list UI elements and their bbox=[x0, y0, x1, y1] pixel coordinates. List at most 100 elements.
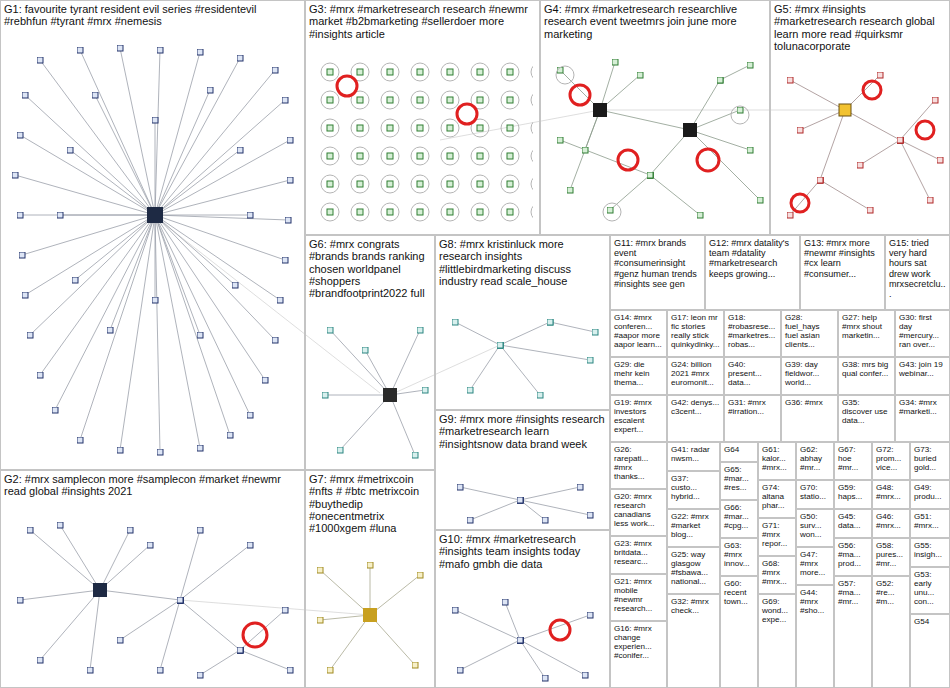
group-label: G15: tried very hard hours sat drew work… bbox=[886, 236, 949, 301]
group-box: G28: fuel_hays fuel asian clients... bbox=[781, 310, 838, 357]
group-box: G2: #mrx samplecon more #samplecon #mark… bbox=[0, 470, 305, 688]
group-box: G10: #mrx #marketresearch #insights team… bbox=[435, 530, 610, 688]
group-box: G72: prom... vice... bbox=[872, 442, 910, 480]
group-label: G50: surv... won... bbox=[797, 510, 833, 541]
group-box: G32: #mrx check... bbox=[667, 594, 720, 688]
group-label: G26: rarepati... #mrx thanks... bbox=[611, 443, 666, 483]
group-label: G9: #mrx more #insights research #market… bbox=[436, 411, 609, 452]
g3-isolates-grid bbox=[315, 58, 533, 228]
group-box: G74: altana phar... bbox=[758, 480, 796, 518]
group-box: G8: #mrx kristinluck more research insig… bbox=[435, 235, 610, 410]
group-label: G42: denys... c3cent... bbox=[668, 396, 723, 418]
group-label: G28: fuel_hays fuel asian clients... bbox=[782, 311, 837, 351]
group-box: G21: #mrx mobile #newmr research... bbox=[610, 574, 667, 621]
group-label: G67: hoe #mr... bbox=[835, 443, 871, 474]
group-box: G5: #mrx #insights #marketresearch resea… bbox=[770, 0, 950, 235]
group-box: G23: #mrx britdata... researc... bbox=[610, 536, 667, 574]
self-loop bbox=[570, 85, 590, 105]
group-label: G35: discover use data... bbox=[839, 396, 894, 427]
group-box: G1: favourite tyrant resident evil serie… bbox=[0, 0, 305, 470]
group-label: G62: abhay #mr... bbox=[797, 443, 833, 474]
group-box: G18: #robasrese... #marketres... robas..… bbox=[724, 310, 781, 357]
g6-links bbox=[325, 330, 425, 455]
group-label: G46: #mrx... bbox=[873, 510, 909, 532]
self-loop bbox=[337, 76, 357, 96]
group-label: G68: #mrx #mrx... bbox=[759, 557, 795, 588]
group-label: G48: #mrx... bbox=[873, 481, 909, 503]
group-box: G65: #mar... #res... bbox=[720, 462, 758, 500]
group-label: G71: #mrx repor... bbox=[759, 519, 795, 550]
group-label: G39: day fieldwor... world... bbox=[782, 358, 837, 389]
group-box: G61: kalor... #mrx... bbox=[758, 442, 796, 480]
group-label: G10: #mrx #marketresearch #insights team… bbox=[436, 531, 609, 572]
group-label: G31: #mrx #irration... bbox=[725, 396, 780, 418]
group-box: G42: denys... c3cent... bbox=[667, 395, 724, 442]
group-box: G44: #mrx #sho... bbox=[796, 585, 834, 688]
group-box: G38: mrs big qual confer... bbox=[838, 357, 895, 395]
g8-links bbox=[455, 322, 595, 395]
vertex-circle bbox=[603, 203, 621, 221]
group-box: G3: #mrx #marketresearch research #newmr… bbox=[305, 0, 540, 235]
group-label: G29: die mehr kein thema... bbox=[611, 358, 666, 389]
g5-hub bbox=[839, 104, 851, 116]
group-box: G52: #re... #m... bbox=[872, 576, 910, 688]
group-label: G52: #re... #m... bbox=[873, 577, 909, 608]
group-label: G21: #mrx mobile #newmr research... bbox=[611, 575, 666, 615]
group-box: G9: #mrx more #insights research #market… bbox=[435, 410, 610, 530]
group-label: G6: #mrx congrats #brands brands ranking… bbox=[306, 236, 434, 302]
group-box: G15: tried very hard hours sat drew work… bbox=[885, 235, 950, 310]
group-label: G69: wond... expe... bbox=[759, 595, 795, 626]
group-label: G53: early unu... con... bbox=[911, 568, 949, 608]
group-label: G34: #mrx #marketi... bbox=[896, 396, 949, 418]
group-label: G14: #mrx conferen... #aapor more aapor … bbox=[611, 311, 666, 351]
group-box: G19: #mrx investors escalent expert... bbox=[610, 395, 667, 442]
g6-hub bbox=[383, 388, 397, 402]
group-box: G73: buried gold... bbox=[910, 442, 950, 480]
group-box: G31: #mrx #irration... bbox=[724, 395, 781, 442]
group-label: G60: recent town... bbox=[721, 577, 757, 608]
group-box: G11: #mrx brands event #consumerinsight … bbox=[610, 235, 705, 310]
group-label: G45: data... bbox=[835, 510, 871, 532]
group-label: G64 bbox=[721, 443, 757, 456]
g1-hub bbox=[147, 207, 163, 223]
group-box: G29: die mehr kein thema... bbox=[610, 357, 667, 395]
g2-hub bbox=[93, 583, 107, 597]
group-box: G71: #mrx repor... bbox=[758, 518, 796, 556]
group-box: G22: #mrx #market blog... bbox=[667, 509, 720, 547]
group-label: G2: #mrx samplecon more #samplecon #mark… bbox=[1, 471, 304, 500]
group-label: G25: way glasgow #fsbawa... national... bbox=[668, 548, 719, 588]
self-loop bbox=[550, 620, 570, 640]
group-box: G69: wond... expe... bbox=[758, 594, 796, 688]
self-loop bbox=[697, 149, 719, 171]
group-label: G59: haps... bbox=[835, 481, 871, 503]
group-label: G74: altana phar... bbox=[759, 481, 795, 512]
vertex-circle bbox=[556, 66, 574, 84]
group-box: G63: #mrx innov... bbox=[720, 538, 758, 576]
group-label: G63: #mrx innov... bbox=[721, 539, 757, 570]
group-label: G30: first day #mercury... ran over... bbox=[896, 311, 949, 351]
group-label: G43: join 19 webinar... bbox=[896, 358, 949, 380]
group-label: G23: #mrx britdata... researc... bbox=[611, 537, 666, 568]
group-box: G51: #mrx... bbox=[910, 509, 950, 538]
g4-links bbox=[560, 62, 760, 215]
group-box: G40: present... data... bbox=[724, 357, 781, 395]
group-box: G16: #mrx change experien... #conifer... bbox=[610, 621, 667, 688]
group-box: G56: #ma... prod... bbox=[834, 538, 872, 576]
g2-links bbox=[20, 525, 290, 675]
group-label: G38: mrs big qual confer... bbox=[839, 358, 894, 380]
group-box: G30: first day #mercury... ran over... bbox=[895, 310, 950, 357]
group-label: G11: #mrx brands event #consumerinsight … bbox=[611, 236, 704, 291]
group-box: G17: leon mr fic stories really stick qu… bbox=[667, 310, 724, 357]
group-label: G32: #mrx check... bbox=[668, 595, 719, 617]
group-label: G70: statio... bbox=[797, 481, 833, 503]
group-label: G27: help #mrx shout marketin... bbox=[839, 311, 894, 342]
group-box: G54 bbox=[910, 614, 950, 688]
group-box: G45: data... bbox=[834, 509, 872, 538]
group-box: G46: #mrx... bbox=[872, 509, 910, 538]
group-label: G7: #mrx #metrixcoin #nfts # #btc metrix… bbox=[306, 471, 434, 537]
group-box: G35: discover use data... bbox=[838, 395, 895, 442]
group-box: G34: #mrx #marketi... bbox=[895, 395, 950, 442]
group-label: G56: #ma... prod... bbox=[835, 539, 871, 570]
self-loop bbox=[618, 150, 638, 170]
group-box: G55: insigh... bbox=[910, 538, 950, 567]
